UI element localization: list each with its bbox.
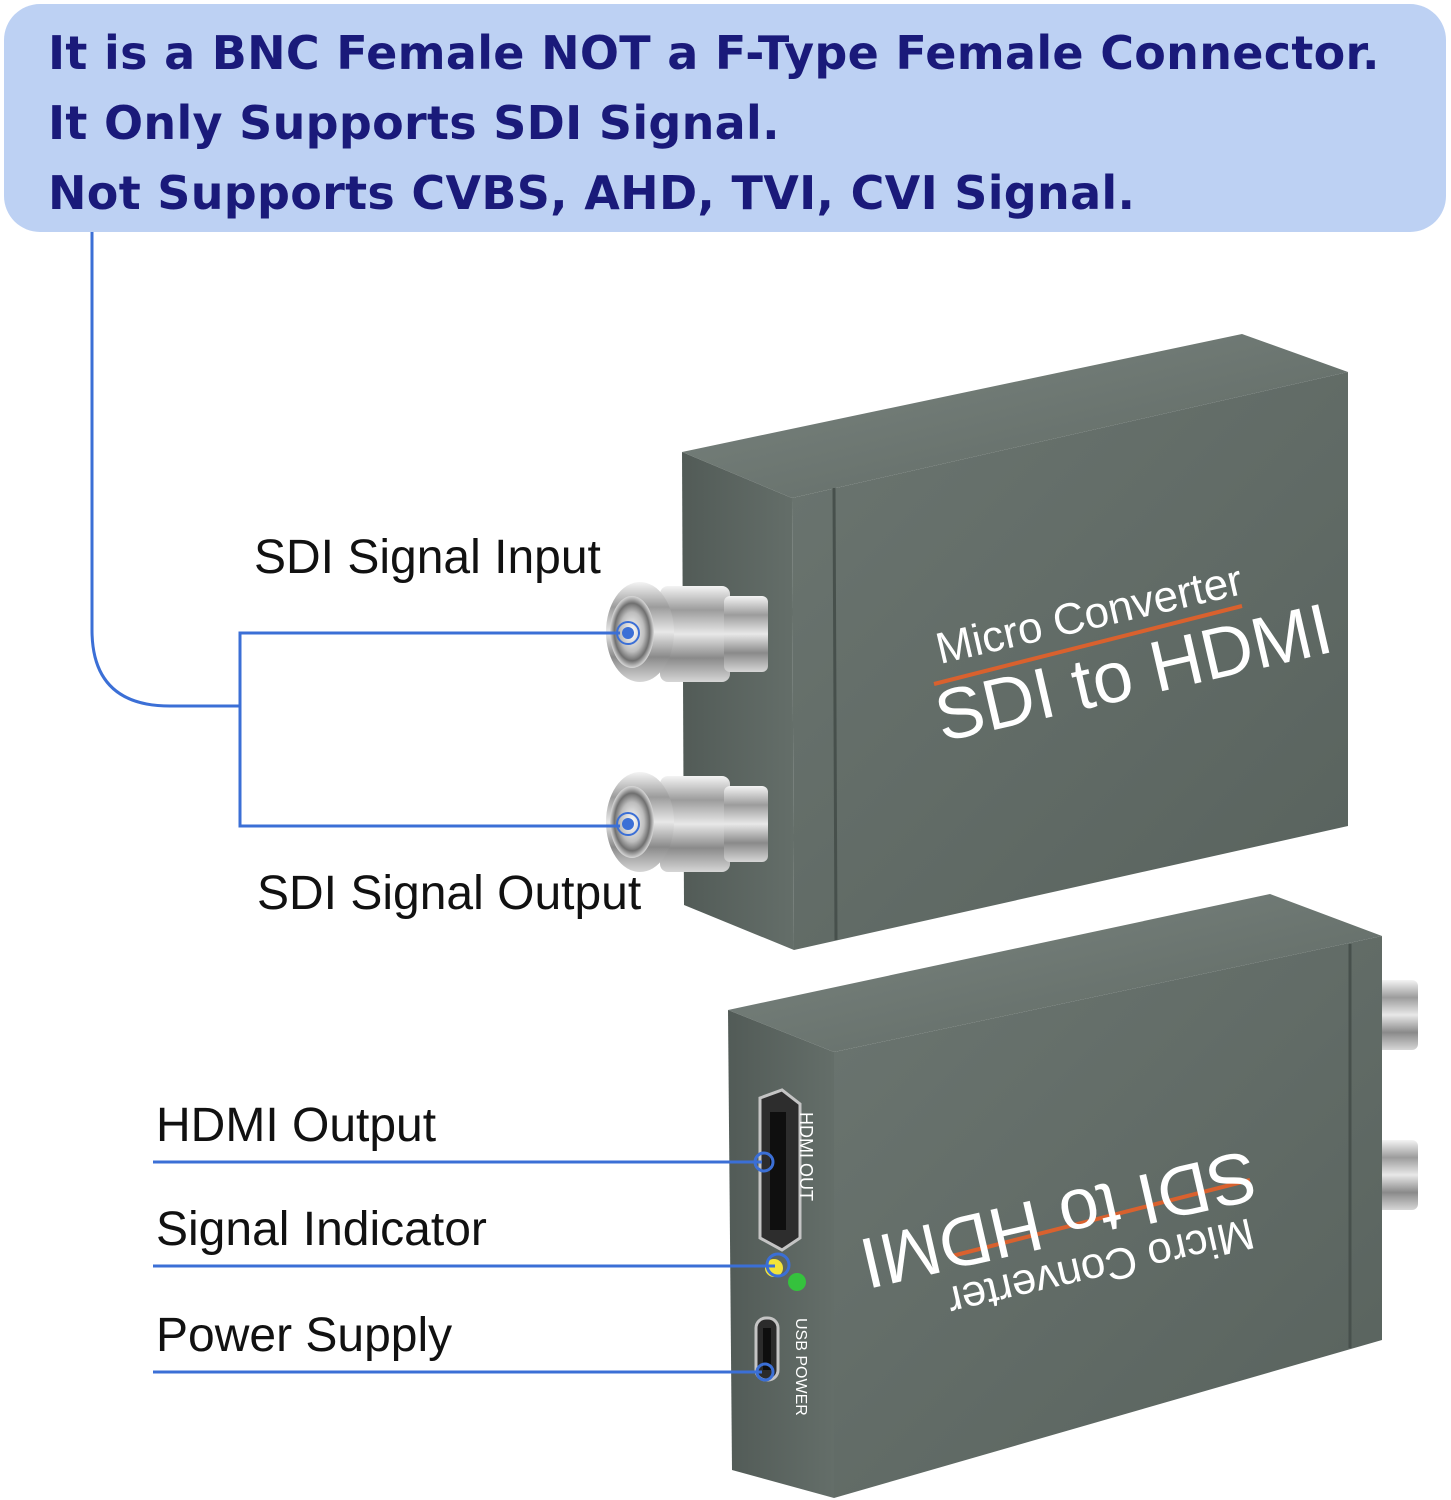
back-device: SDI to HDMI Micro Converter HDMI OUT USB… — [728, 894, 1418, 1498]
notice-line-2: It Only Supports SDI Signal. — [48, 96, 780, 150]
front-device-accent-stripe — [933, 604, 1243, 686]
usb-port-print: USB POWER — [792, 1318, 809, 1416]
bnc-output-connector — [606, 772, 768, 872]
sdi-bracket-line — [238, 631, 620, 828]
notice-line-1: It is a BNC Female NOT a F-Type Female C… — [48, 26, 1380, 80]
sdi-output-label: SDI Signal Output — [257, 867, 642, 920]
hdmi-port-print: HDMI OUT — [796, 1112, 816, 1201]
front-device-port-face — [682, 452, 794, 950]
front-device: Micro Converter SDI to HDMI — [606, 334, 1348, 950]
notice-leader-line — [90, 232, 240, 708]
front-device-top — [682, 334, 1348, 498]
front-device-seam — [832, 487, 838, 941]
signal-indicator-label: Signal Indicator — [156, 1203, 487, 1256]
indicator-leader-dot — [765, 1252, 791, 1278]
hdmi-port — [758, 1088, 802, 1252]
notice-callout: It is a BNC Female NOT a F-Type Female C… — [4, 4, 1446, 232]
bnc-input-connector — [606, 582, 768, 682]
back-device-top — [728, 894, 1382, 1052]
back-device-accent-stripe — [951, 1178, 1251, 1258]
power-supply-label: Power Supply — [156, 1309, 453, 1362]
leader-lines — [90, 232, 791, 1382]
power-leader-dot — [755, 1362, 775, 1382]
back-device-bnc-stubs — [1372, 980, 1418, 1210]
hdmi-leader-dot — [753, 1151, 775, 1173]
front-device-front-face — [792, 372, 1348, 950]
notice-line-3: Not Supports CVBS, AHD, TVI, CVI Signal. — [48, 166, 1136, 220]
hdmi-output-label: HDMI Output — [156, 1099, 437, 1152]
sdi-input-label: SDI Signal Input — [254, 531, 601, 584]
led-green-indicator — [788, 1273, 806, 1291]
